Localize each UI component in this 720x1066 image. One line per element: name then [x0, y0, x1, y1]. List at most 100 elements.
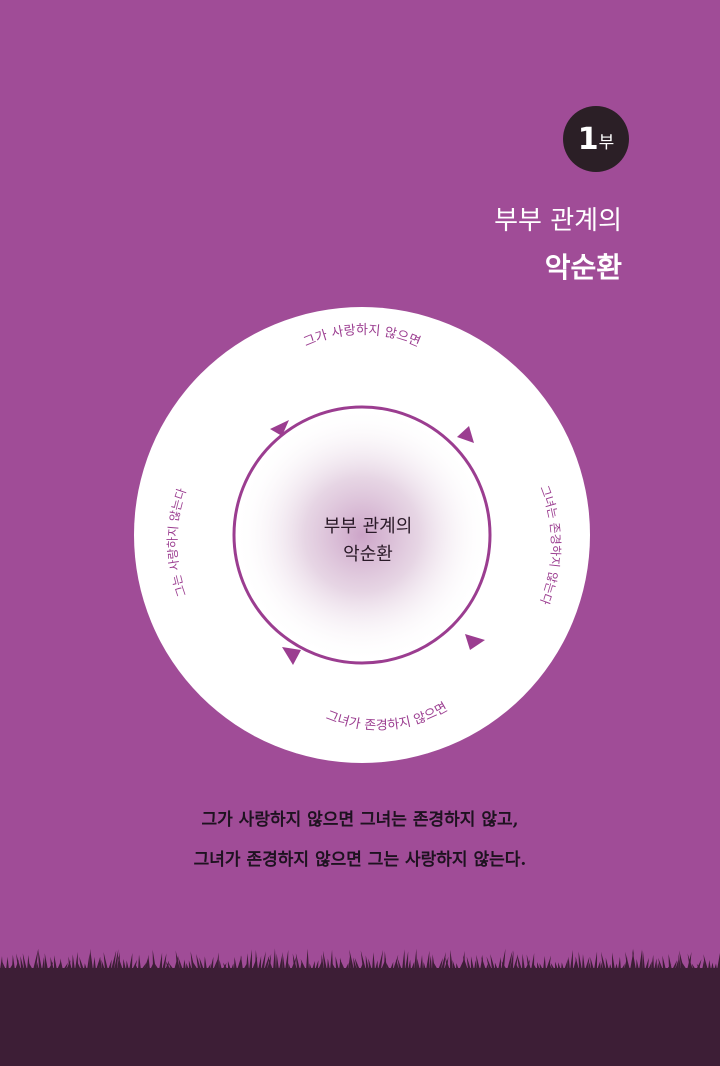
grass-blade — [216, 953, 219, 970]
grass-blade — [309, 963, 312, 970]
grass-blade — [522, 954, 525, 970]
grass-blade — [579, 951, 582, 970]
grass-blade — [228, 961, 231, 970]
grass-blade — [306, 949, 309, 970]
grass-blade — [414, 949, 417, 970]
grass-blade — [273, 948, 276, 970]
grass-blade — [467, 957, 471, 970]
grass-blade — [476, 955, 480, 970]
grass-blade — [258, 956, 261, 970]
grass-blade — [204, 956, 207, 970]
grass-blade — [609, 964, 612, 970]
grass-blade — [423, 962, 426, 970]
grass-blade — [390, 962, 393, 970]
grass-blade — [45, 953, 48, 970]
grass-blade — [336, 956, 339, 970]
grass-blade — [417, 959, 420, 970]
grass-blade — [249, 949, 252, 970]
grass-blade — [126, 961, 129, 970]
grass-blade — [255, 950, 258, 970]
grass-blade — [50, 957, 54, 970]
grass-blade — [606, 958, 609, 970]
grass-blade — [159, 953, 162, 970]
grass-blade — [12, 955, 15, 970]
grass-blade — [615, 964, 618, 970]
grass-blade — [2, 962, 6, 970]
grass-blade — [123, 959, 126, 970]
grass-blade — [327, 958, 330, 970]
grass-blade — [72, 954, 75, 970]
grass-blade — [639, 950, 642, 970]
grass-blade — [6, 957, 9, 970]
grass-blade — [570, 950, 573, 970]
grass-blade — [402, 949, 405, 970]
grass-blades — [0, 948, 720, 970]
grass-blade — [708, 960, 711, 970]
grass-blade — [186, 963, 189, 970]
grass-blade — [93, 957, 96, 970]
grass-blade — [618, 957, 621, 970]
grass-blade — [219, 960, 222, 970]
grass-blade — [108, 960, 112, 970]
grass-blade — [711, 963, 714, 970]
grass-blade — [38, 949, 42, 970]
grass-blade — [240, 956, 243, 970]
grass-blade — [87, 953, 90, 970]
grass-blade — [450, 950, 453, 970]
grass-blade — [234, 957, 237, 970]
grass-blade — [426, 951, 429, 970]
grass-blade — [285, 950, 288, 970]
grass-blade — [537, 962, 540, 970]
grass-blade — [582, 954, 585, 970]
grass-blade — [662, 956, 666, 970]
grass-blade — [129, 953, 132, 970]
grass-blade — [405, 951, 408, 970]
grass-blade — [612, 952, 615, 970]
grass-blade — [558, 962, 561, 970]
grass-blade — [597, 961, 600, 970]
grass-blade — [636, 959, 639, 970]
grass-blade — [642, 950, 645, 970]
grass-blade — [23, 953, 27, 970]
grass-blade — [576, 957, 579, 970]
grass-blade — [432, 954, 435, 970]
grass-blade — [375, 960, 378, 970]
grass-blade — [68, 956, 72, 970]
ground-band — [0, 968, 720, 1066]
grass-blade — [231, 964, 234, 970]
grass-blade — [162, 953, 166, 970]
grass-blade — [384, 951, 387, 970]
grass-blade — [555, 962, 558, 970]
grass-blade — [42, 957, 45, 970]
grass-blade — [594, 952, 597, 970]
grass-blade — [296, 953, 300, 970]
grass-blade — [654, 958, 657, 970]
grass-blade — [135, 964, 138, 970]
grass-blade — [456, 963, 459, 970]
grass-blade — [543, 956, 546, 970]
grass-blade — [279, 952, 283, 970]
grass-blade — [471, 956, 474, 970]
grass-blade — [420, 955, 423, 970]
grass-blade — [288, 963, 291, 970]
grass-blade — [90, 949, 93, 970]
grass-blade — [714, 964, 717, 970]
grass-blade — [138, 955, 141, 970]
grass-blade — [474, 960, 477, 970]
grass-blade — [498, 957, 501, 970]
grass-blade — [54, 955, 57, 970]
grass-blade — [668, 954, 672, 970]
grass-blade — [372, 952, 375, 970]
grass-blade — [429, 956, 432, 970]
grass-blade — [312, 961, 315, 970]
grass-blade — [75, 952, 78, 970]
grass-blade — [531, 953, 534, 970]
grass-blade — [84, 963, 87, 970]
grass-blade — [246, 953, 249, 970]
grass-blade — [104, 952, 108, 970]
grass-blade — [561, 962, 564, 970]
grass-blade — [276, 954, 279, 970]
grass-blade — [408, 960, 411, 970]
